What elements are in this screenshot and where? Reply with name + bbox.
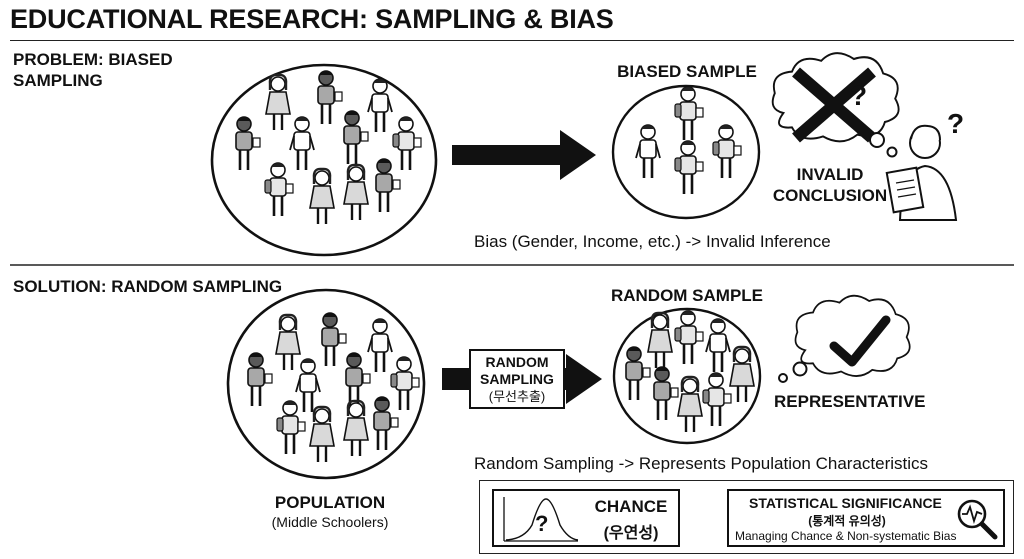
title-divider [10,40,1014,41]
chance-korean-label: (우연성) [603,525,659,542]
check-icon [829,315,891,367]
population-label: POPULATION [274,493,386,512]
significance-label: STATISTICAL SIGNIFICANCE [749,495,942,511]
solution-heading: SOLUTION: RANDOM SAMPLING [13,277,283,296]
significance-sublabel: Managing Chance & Non-systematic Bias [735,529,957,543]
thought-bubble-dot [792,361,808,377]
normal-curve-icon [503,497,579,542]
process-label-line2: SAMPLING [480,371,554,387]
process-label-line1: RANDOM [485,354,549,370]
thought-bubble-dot [886,146,898,158]
chance-box: ? CHANCE (우연성) [492,489,680,547]
confused-researcher-icon [885,124,958,221]
process-label-korean: (무선추출) [488,389,546,404]
random-sampling-process-box: RANDOM SAMPLING (무선추출) [469,349,565,409]
question-mark: ? [947,108,965,139]
biased-sample-label: BIASED SAMPLE [617,62,757,81]
page-title: EDUCATIONAL RESEARCH: SAMPLING & BIAS [10,4,614,34]
problem-heading: PROBLEM: BIASED SAMPLING [13,50,173,90]
problem-arrow [452,130,596,180]
question-mark: ? [850,80,868,111]
representative-label: REPRESENTATIVE [774,392,926,411]
thought-bubble-dot [869,132,885,148]
solution-caption: Random Sampling -> Represents Population… [474,454,929,473]
significance-korean-label: (통계적 유의성) [808,514,886,528]
invalid-cross-icon [792,67,876,143]
magnifier-pulse-icon [957,499,998,540]
thought-bubble-dot [778,373,788,383]
chance-label: CHANCE [594,497,668,516]
random-sample-label: RANDOM SAMPLE [610,286,764,305]
curve-question-mark: ? [535,511,549,536]
population-sublabel: (Middle Schoolers) [271,514,389,530]
statistical-significance-box: STATISTICAL SIGNIFICANCE (통계적 유의성) Manag… [727,489,1005,547]
invalid-conclusion-label: INVALID CONCLUSION [772,165,888,205]
problem-caption: Bias (Gender, Income, etc.) -> Invalid I… [474,232,831,251]
